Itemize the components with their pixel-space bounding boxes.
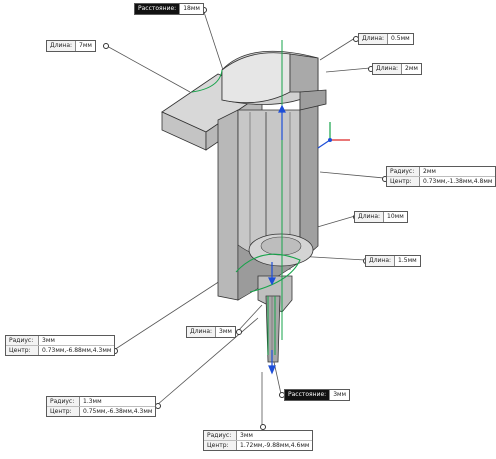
- callout-value: 1.72мм,-9.88мм,4.6мм: [240, 442, 310, 449]
- callout-value: 2мм: [405, 65, 418, 72]
- callout-value: 0.75мм,-6.38мм,4.3мм: [83, 408, 153, 415]
- length-callout-15mm[interactable]: Длина: 1.5мм: [365, 255, 421, 267]
- callout-value: 2мм: [423, 168, 436, 175]
- radius-row: Радиус: 3мм: [6, 336, 114, 345]
- callout-label: Длина:: [187, 327, 217, 337]
- radius-row: Радиус: 3мм: [204, 431, 312, 440]
- axis-arrows: [268, 104, 286, 375]
- callout-label: Расстояние:: [135, 4, 181, 14]
- distance-callout-bottom[interactable]: Расстояние: 3мм: [284, 389, 351, 401]
- callout-label: Центр:: [6, 346, 39, 355]
- callout-value: 3мм: [42, 337, 55, 344]
- distance-callout-top[interactable]: Расстояние: 18мм: [134, 3, 204, 15]
- callout-value: 18мм: [183, 5, 200, 12]
- main-body: [217, 91, 319, 301]
- callout-label: Центр:: [204, 441, 237, 450]
- callout-label: Радиус:: [47, 397, 80, 406]
- pin: [257, 275, 293, 363]
- radius-row: Радиус: 1.3мм: [47, 397, 155, 406]
- coordinate-triad-icon: [317, 122, 350, 149]
- center-row: Центр: 0.73мм,-1.38мм,4.8мм: [387, 176, 496, 186]
- callout-value: 1.3мм: [83, 398, 102, 405]
- callout-label: Центр:: [387, 177, 420, 186]
- callout-value: 1.5мм: [398, 257, 417, 264]
- radius-callout-3mm-left[interactable]: Радиус: 3мм Центр: 0.73мм,-6.88мм,4.3мм: [5, 335, 116, 356]
- callout-value: 3мм: [333, 391, 347, 398]
- leader-handle[interactable]: [236, 329, 242, 335]
- radius-callout-2mm[interactable]: Радиус: 2мм Центр: 0.73мм,-1.38мм,4.8мм: [386, 166, 496, 187]
- center-row: Центр: 0.75мм,-6.38мм,4.3мм: [47, 406, 156, 416]
- callout-value: 7мм: [79, 42, 92, 49]
- callout-value: 3мм: [240, 432, 253, 439]
- leader-handle[interactable]: [260, 424, 266, 430]
- leader-handle[interactable]: [103, 43, 109, 49]
- callout-value: 0.73мм,-6.88мм,4.3мм: [42, 347, 112, 354]
- callout-label: Длина:: [366, 256, 396, 266]
- callout-value: 0.73мм,-1.38мм,4.8мм: [423, 178, 493, 185]
- callout-label: Центр:: [47, 407, 80, 416]
- callout-label: Радиус:: [204, 431, 237, 440]
- length-callout-05mm[interactable]: Длина: 0.5мм: [358, 33, 414, 45]
- length-callout-3mm[interactable]: Длина: 3мм: [186, 326, 236, 338]
- center-row: Центр: 0.73мм,-6.88мм,4.3мм: [6, 345, 115, 355]
- callout-label: Длина:: [373, 64, 403, 74]
- center-row: Центр: 1.72мм,-9.88мм,4.6мм: [204, 440, 313, 450]
- callout-label: Радиус:: [387, 167, 420, 176]
- callout-label: Длина:: [47, 41, 77, 51]
- callout-value: 3мм: [219, 328, 232, 335]
- callout-value: 0.5мм: [391, 35, 410, 42]
- callout-label: Длина:: [355, 212, 385, 222]
- callout-label: Длина:: [359, 34, 389, 44]
- length-callout-2mm[interactable]: Длина: 2мм: [372, 63, 422, 75]
- top-cap: [221, 50, 327, 111]
- radius-callout-3mm-bottom[interactable]: Радиус: 3мм Центр: 1.72мм,-9.88мм,4.6мм: [203, 430, 314, 451]
- radius-callout-13mm[interactable]: Радиус: 1.3мм Центр: 0.75мм,-6.38мм,4.3м…: [46, 396, 157, 417]
- length-callout-10mm[interactable]: Длина: 10мм: [354, 211, 408, 223]
- callout-label: Радиус:: [6, 336, 39, 345]
- length-callout-7mm[interactable]: Длина: 7мм: [46, 40, 96, 52]
- callout-value: 10мм: [387, 213, 404, 220]
- callout-label: Расстояние:: [285, 390, 331, 400]
- radius-row: Радиус: 2мм: [387, 167, 495, 176]
